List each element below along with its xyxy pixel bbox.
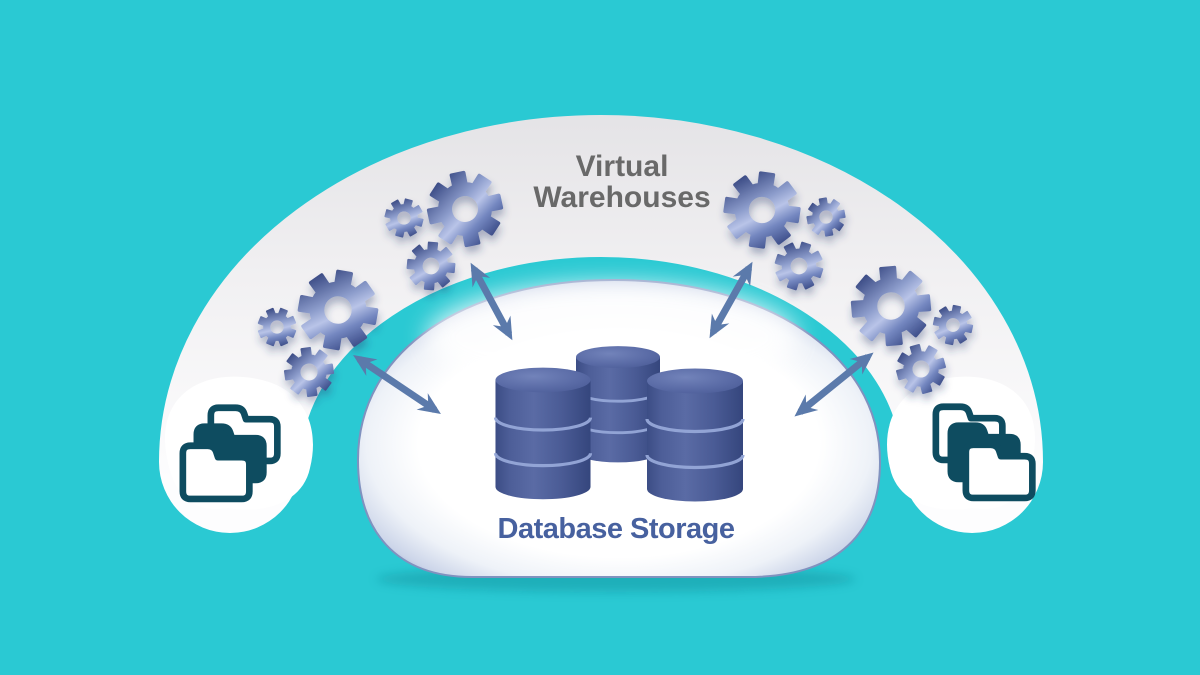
diagram-title-line1: Virtual — [576, 150, 669, 183]
dome-top-glow — [427, 283, 797, 393]
data-exchange-arrow-upper-left — [470, 262, 513, 341]
data-exchange-arrow-right — [794, 352, 874, 417]
database-cylinder-icon — [493, 366, 593, 501]
database-cylinder-icon — [645, 366, 745, 504]
warehouse-arch — [159, 115, 1043, 533]
data-exchange-arrow-upper-right — [709, 261, 753, 339]
storage-label: Database Storage — [498, 513, 735, 545]
data-exchange-arrow-left — [353, 355, 441, 414]
diagram-title-line2: Warehouses — [533, 181, 710, 214]
